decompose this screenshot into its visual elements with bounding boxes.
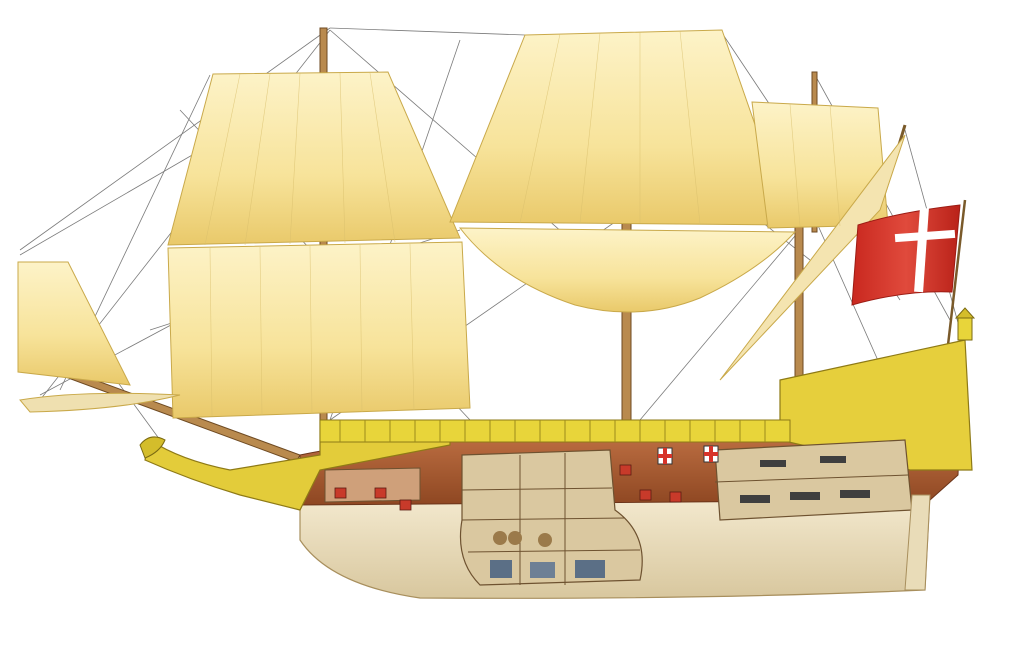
stern-post xyxy=(904,494,931,591)
sail-seams xyxy=(204,30,841,417)
main-topsail xyxy=(449,29,791,226)
lateen-sail xyxy=(719,134,906,381)
main-course xyxy=(458,227,797,313)
hull-flags xyxy=(657,445,719,465)
fore-topsail xyxy=(167,71,461,246)
cutaway-fore xyxy=(324,467,421,503)
spritsail-furled xyxy=(19,392,181,413)
cutaway-interior xyxy=(324,439,913,586)
fore-course xyxy=(167,241,471,419)
st-george-flag xyxy=(851,204,961,306)
cutaway-aft xyxy=(714,439,913,521)
figurehead xyxy=(139,436,166,459)
gun-ports xyxy=(334,464,682,511)
rail-balusters xyxy=(339,420,766,442)
spritsail xyxy=(17,261,131,386)
waist-rail xyxy=(319,419,791,443)
stern-lantern xyxy=(954,307,976,341)
sails xyxy=(17,29,906,419)
